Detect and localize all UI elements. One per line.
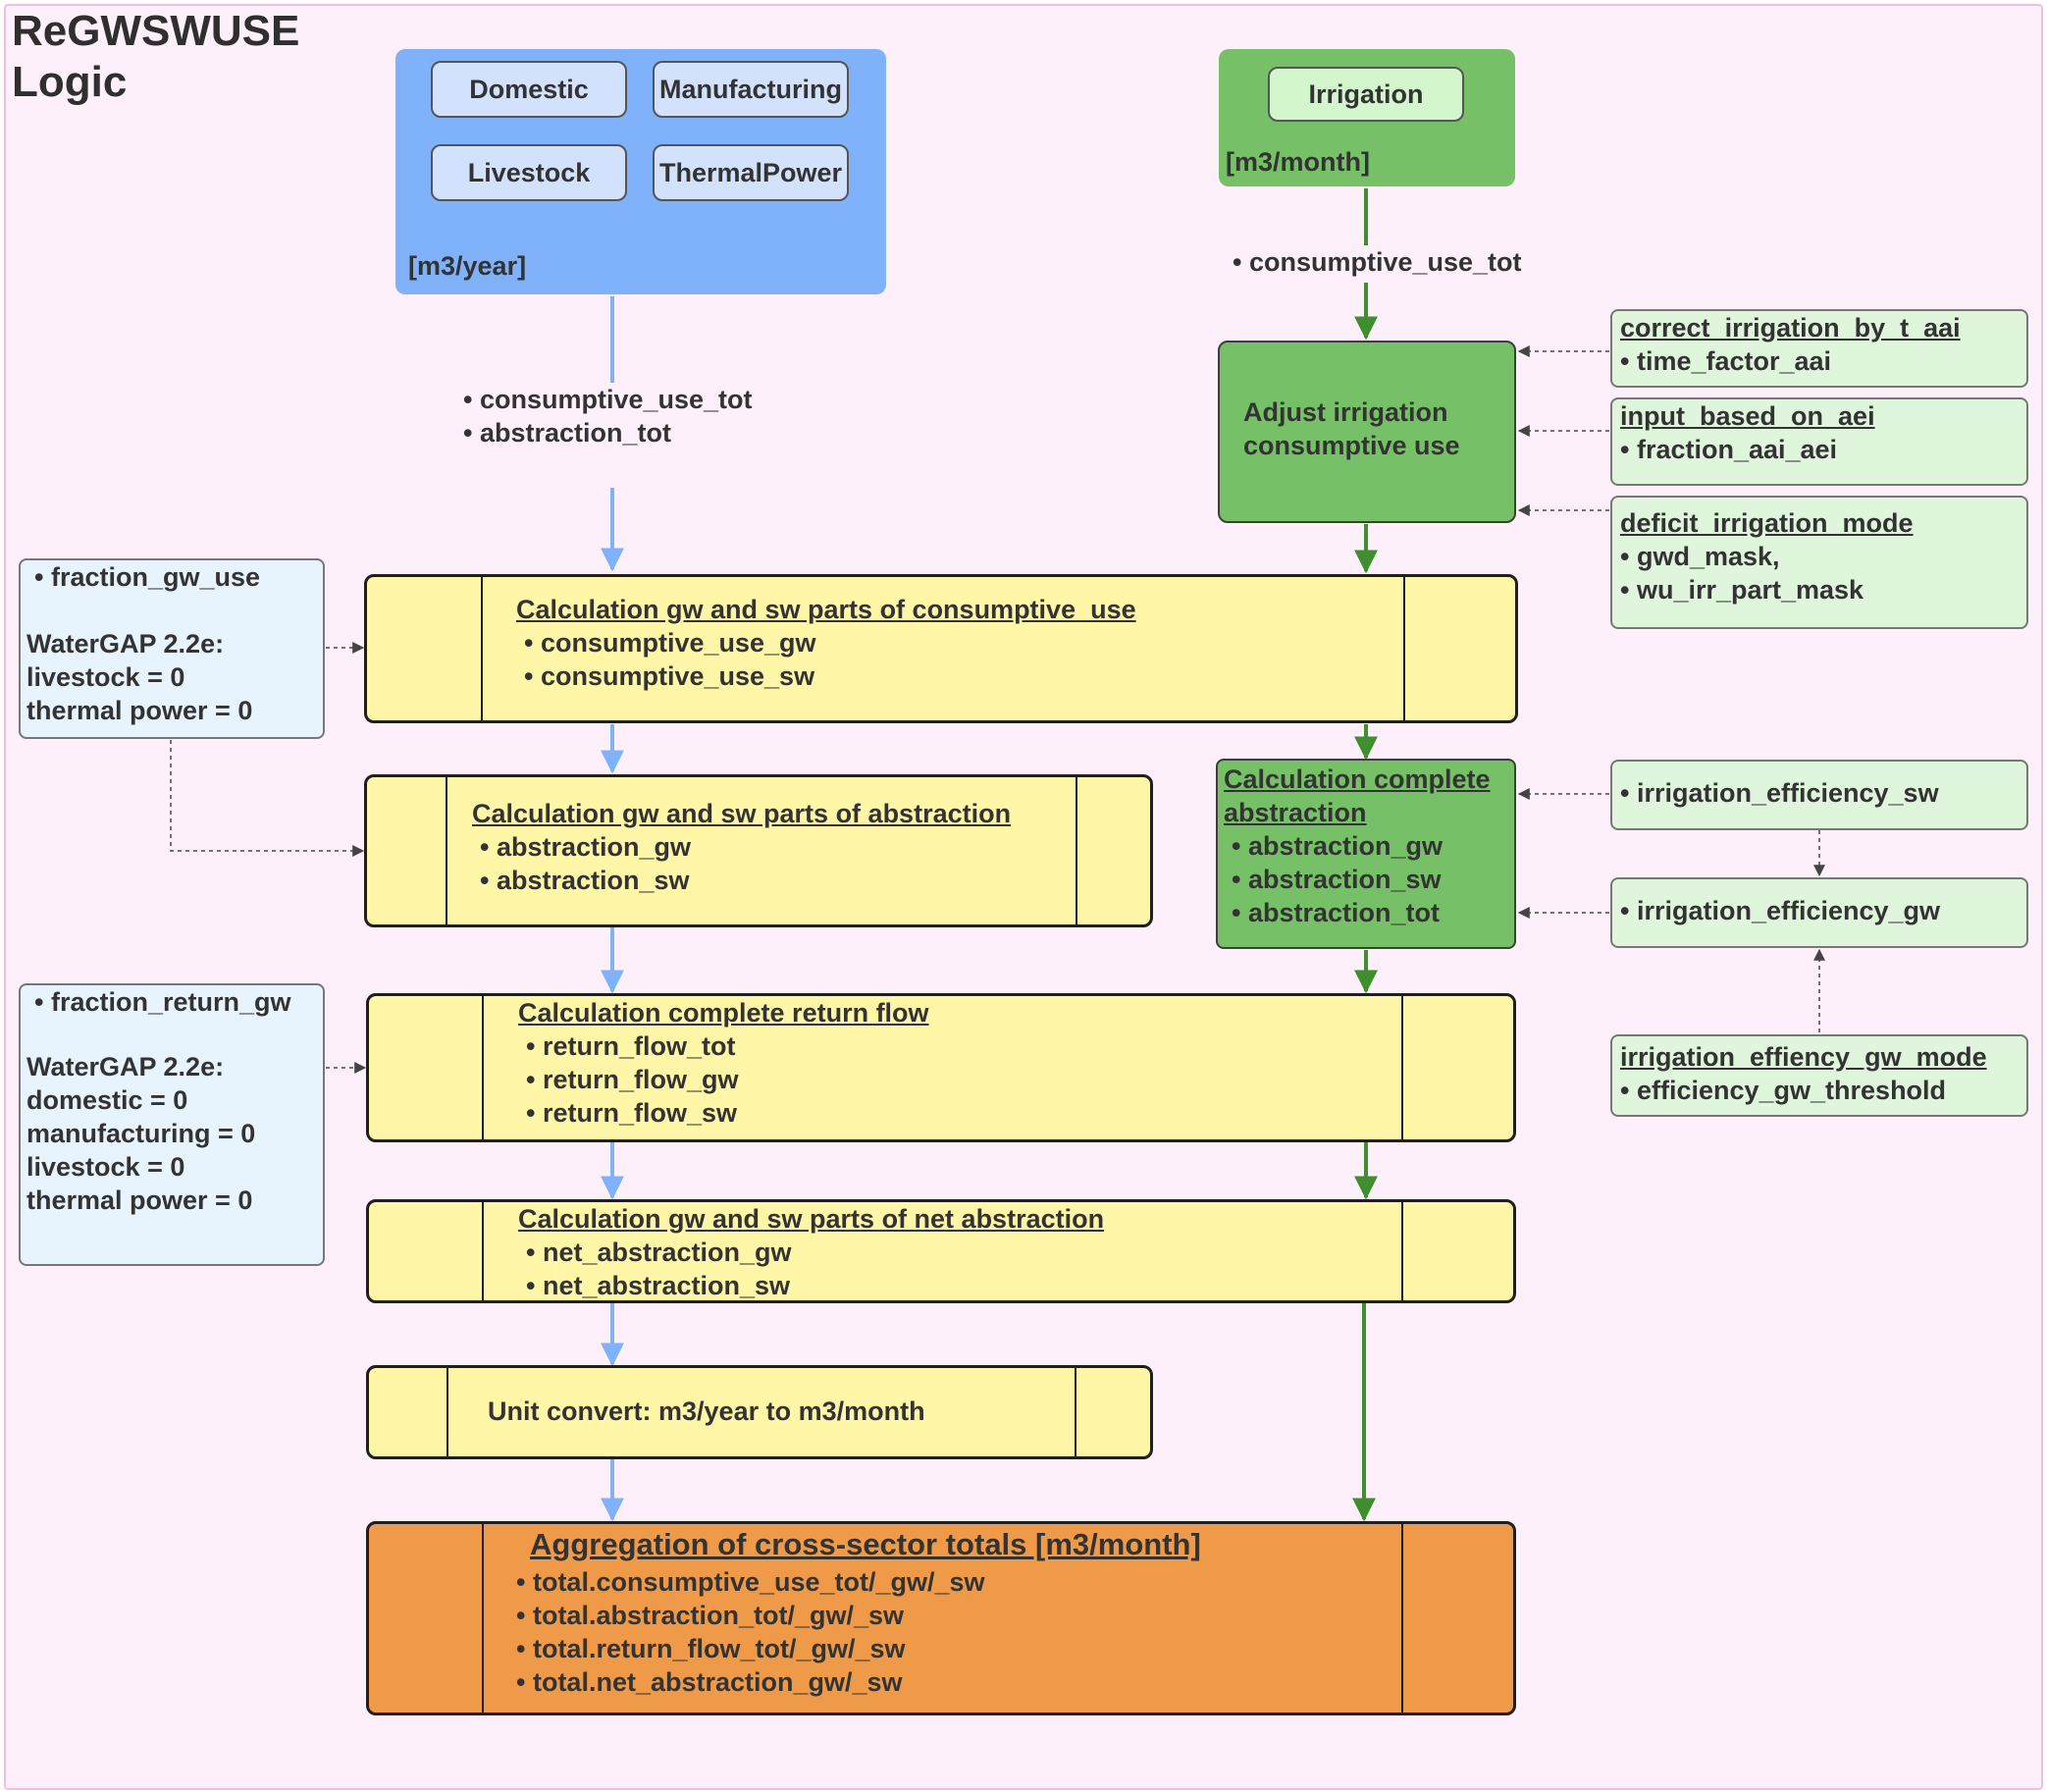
param-deficit-item-2: • wu_irr_part_mask (1620, 575, 1864, 605)
thermalpower-pill: ThermalPower (653, 144, 849, 201)
process-return-item-1: • return_flow_tot (526, 1031, 736, 1061)
process-net-heading: Calculation gw and sw parts of net abstr… (518, 1204, 1105, 1234)
side-return-line-5: thermal power = 0 (26, 1186, 253, 1215)
process-abstraction-heading: Calculation gw and sw parts of abstracti… (472, 799, 1012, 828)
side-return-bullet: • fraction_return_gw (34, 987, 291, 1017)
process-return-flow: Calculation complete return flow • retur… (366, 993, 1516, 1142)
side-return-line-3: manufacturing = 0 (26, 1119, 256, 1148)
irrigation-unit: [m3/month] (1226, 147, 1370, 177)
side-gw-line-2: livestock = 0 (26, 662, 185, 692)
irrigation-var-label: • consumptive_use_tot (1233, 247, 1522, 277)
process-consumptive-item-2: • consumptive_use_sw (524, 661, 815, 691)
side-gw-line-3: thermal power = 0 (26, 696, 253, 725)
param-deficit-heading: deficit_irrigation_mode (1620, 508, 1914, 538)
sector-var-2: • abstraction_tot (463, 418, 671, 448)
process-aggregate-item-1: • total.consumptive_use_tot/_gw/_sw (516, 1567, 985, 1597)
process-consumptive-heading: Calculation gw and sw parts of consumpti… (516, 595, 1136, 624)
process-net-item-2: • net_abstraction_sw (526, 1271, 791, 1300)
diagram-title: ReGWSWUSE Logic (12, 6, 299, 108)
param-correct-heading: correct_irrigation_by_t_aai (1620, 313, 1961, 343)
process-return-item-3: • return_flow_sw (526, 1098, 737, 1128)
param-efficiency-gw: • irrigation_efficiency_gw (1610, 877, 2028, 948)
process-consumptive-use: Calculation gw and sw parts of consumpti… (364, 574, 1518, 723)
irrigation-abstraction-box: Calculation complete abstraction • abstr… (1216, 759, 1516, 949)
adjust-line-2: consumptive use (1243, 431, 1460, 460)
process-aggregation: Aggregation of cross-sector totals [m3/m… (366, 1521, 1516, 1715)
adjust-irrigation-box: Adjust irrigation consumptive use (1218, 341, 1516, 523)
sector-var-1: • consumptive_use_tot (463, 385, 753, 414)
param-aei-item: • fraction_aai_aei (1620, 435, 1838, 464)
param-mode-item: • efficiency_gw_threshold (1620, 1076, 1947, 1105)
param-efficiency-gw-mode: irrigation_effiency_gw_mode • efficiency… (1610, 1034, 2028, 1117)
title-line-2: Logic (12, 58, 128, 106)
sectors-box: Domestic Manufacturing Livestock Thermal… (395, 49, 886, 294)
process-aggregate-item-3: • total.return_flow_tot/_gw/_sw (516, 1634, 906, 1663)
sector-vars-label: • consumptive_use_tot • abstraction_tot (463, 383, 753, 449)
process-return-heading: Calculation complete return flow (518, 998, 929, 1028)
process-aggregate-item-2: • total.abstraction_tot/_gw/_sw (516, 1601, 905, 1630)
manufacturing-pill: Manufacturing (653, 61, 849, 118)
process-consumptive-item-1: • consumptive_use_gw (524, 628, 816, 658)
title-line-1: ReGWSWUSE (12, 7, 300, 55)
side-return-line-4: livestock = 0 (26, 1152, 185, 1182)
process-abstraction: Calculation gw and sw parts of abstracti… (364, 774, 1153, 927)
param-efficiency-sw: • irrigation_efficiency_sw (1610, 760, 2028, 830)
irr-abstraction-item-1: • abstraction_gw (1232, 831, 1443, 861)
arrow-fraction-gw-to-abstraction (170, 740, 365, 857)
process-unit-label: Unit convert: m3/year to m3/month (488, 1397, 925, 1426)
adjust-line-1: Adjust irrigation (1243, 397, 1448, 427)
irr-abstraction-item-3: • abstraction_tot (1232, 898, 1440, 927)
livestock-pill: Livestock (431, 144, 627, 201)
param-mode-heading: irrigation_effiency_gw_mode (1620, 1042, 1987, 1072)
irr-abstraction-heading-2: abstraction (1224, 798, 1367, 827)
side-gw-line-1: WaterGAP 2.2e: (26, 629, 225, 659)
irr-abstraction-heading-1: Calculation complete (1224, 764, 1491, 794)
param-correct-item: • time_factor_aai (1620, 346, 1832, 376)
param-aei-heading: input_based_on_aei (1620, 401, 1875, 431)
process-aggregate-heading: Aggregation of cross-sector totals [m3/m… (530, 1527, 1201, 1561)
process-return-item-2: • return_flow_gw (526, 1065, 739, 1094)
domestic-pill: Domestic (431, 61, 627, 118)
side-gw-bullet: • fraction_gw_use (34, 562, 261, 592)
process-abstraction-item-1: • abstraction_gw (480, 832, 691, 862)
process-net-item-1: • net_abstraction_gw (526, 1238, 792, 1267)
irrigation-pill: Irrigation (1268, 67, 1464, 122)
process-net-abstraction: Calculation gw and sw parts of net abstr… (366, 1199, 1516, 1303)
side-return-line-2: domestic = 0 (26, 1085, 188, 1115)
side-return-line-1: WaterGAP 2.2e: (26, 1052, 225, 1081)
irrigation-box: Irrigation [m3/month] (1219, 49, 1515, 186)
process-unit-convert: Unit convert: m3/year to m3/month (366, 1365, 1153, 1459)
process-abstraction-item-2: • abstraction_sw (480, 866, 690, 895)
param-correct-irrigation: correct_irrigation_by_t_aai • time_facto… (1610, 309, 2028, 388)
side-fraction-gw-use: • fraction_gw_use WaterGAP 2.2e: livesto… (19, 558, 325, 739)
process-aggregate-item-4: • total.net_abstraction_gw/_sw (516, 1667, 903, 1697)
irr-abstraction-item-2: • abstraction_sw (1232, 865, 1442, 894)
param-deficit-item-1: • gwd_mask, (1620, 542, 1780, 571)
side-fraction-return-gw: • fraction_return_gw WaterGAP 2.2e: dome… (19, 983, 325, 1266)
param-deficit-irrigation: deficit_irrigation_mode • gwd_mask, • wu… (1610, 496, 2028, 629)
sectors-unit: [m3/year] (408, 251, 527, 281)
param-input-aei: input_based_on_aei • fraction_aai_aei (1610, 397, 2028, 486)
